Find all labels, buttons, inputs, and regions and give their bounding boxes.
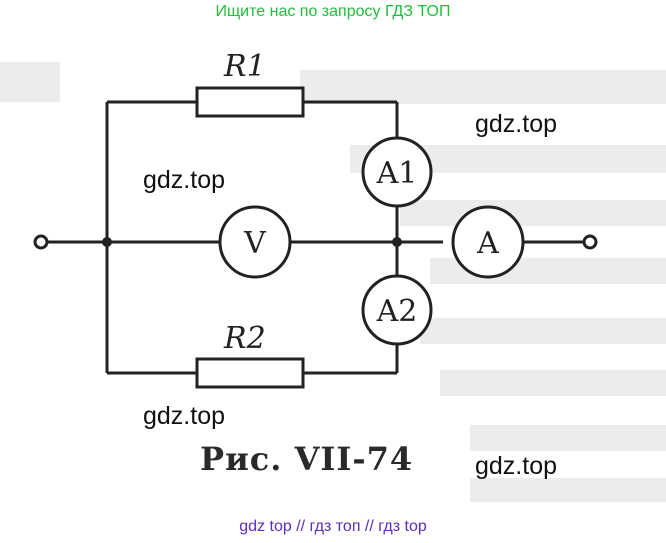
- resistor-r2: [195, 357, 305, 389]
- label-r1: R1: [223, 49, 266, 84]
- ammeter-1-circle: [361, 136, 433, 208]
- figure-caption: Рис. VII-74: [200, 440, 414, 478]
- terminal-right: [582, 234, 598, 250]
- top-banner[interactable]: Ищите нас по запросу ГДЗ ТОП: [215, 3, 451, 20]
- watermark: gdz.top: [475, 452, 558, 480]
- label-r2: R2: [223, 321, 266, 356]
- label-ammeter-1: A1: [376, 156, 418, 191]
- label-ammeter-2: A2: [376, 294, 418, 329]
- label-voltmeter: V: [243, 226, 267, 261]
- watermark: gdz.top: [143, 402, 226, 430]
- ammeter-2-circle: [361, 274, 433, 346]
- watermark: gdz.top: [143, 166, 226, 194]
- resistor-r1: [195, 86, 305, 118]
- ammeter-main-circle: [451, 205, 525, 279]
- watermark: gdz.top: [475, 110, 558, 138]
- junction-left: [102, 237, 112, 247]
- label-ammeter-main: A: [476, 226, 499, 261]
- junction-right: [392, 237, 402, 247]
- terminal-left: [33, 234, 49, 250]
- bottom-banner[interactable]: gdz top // гдз топ // гдз top: [239, 518, 427, 535]
- voltmeter-circle: [218, 205, 292, 279]
